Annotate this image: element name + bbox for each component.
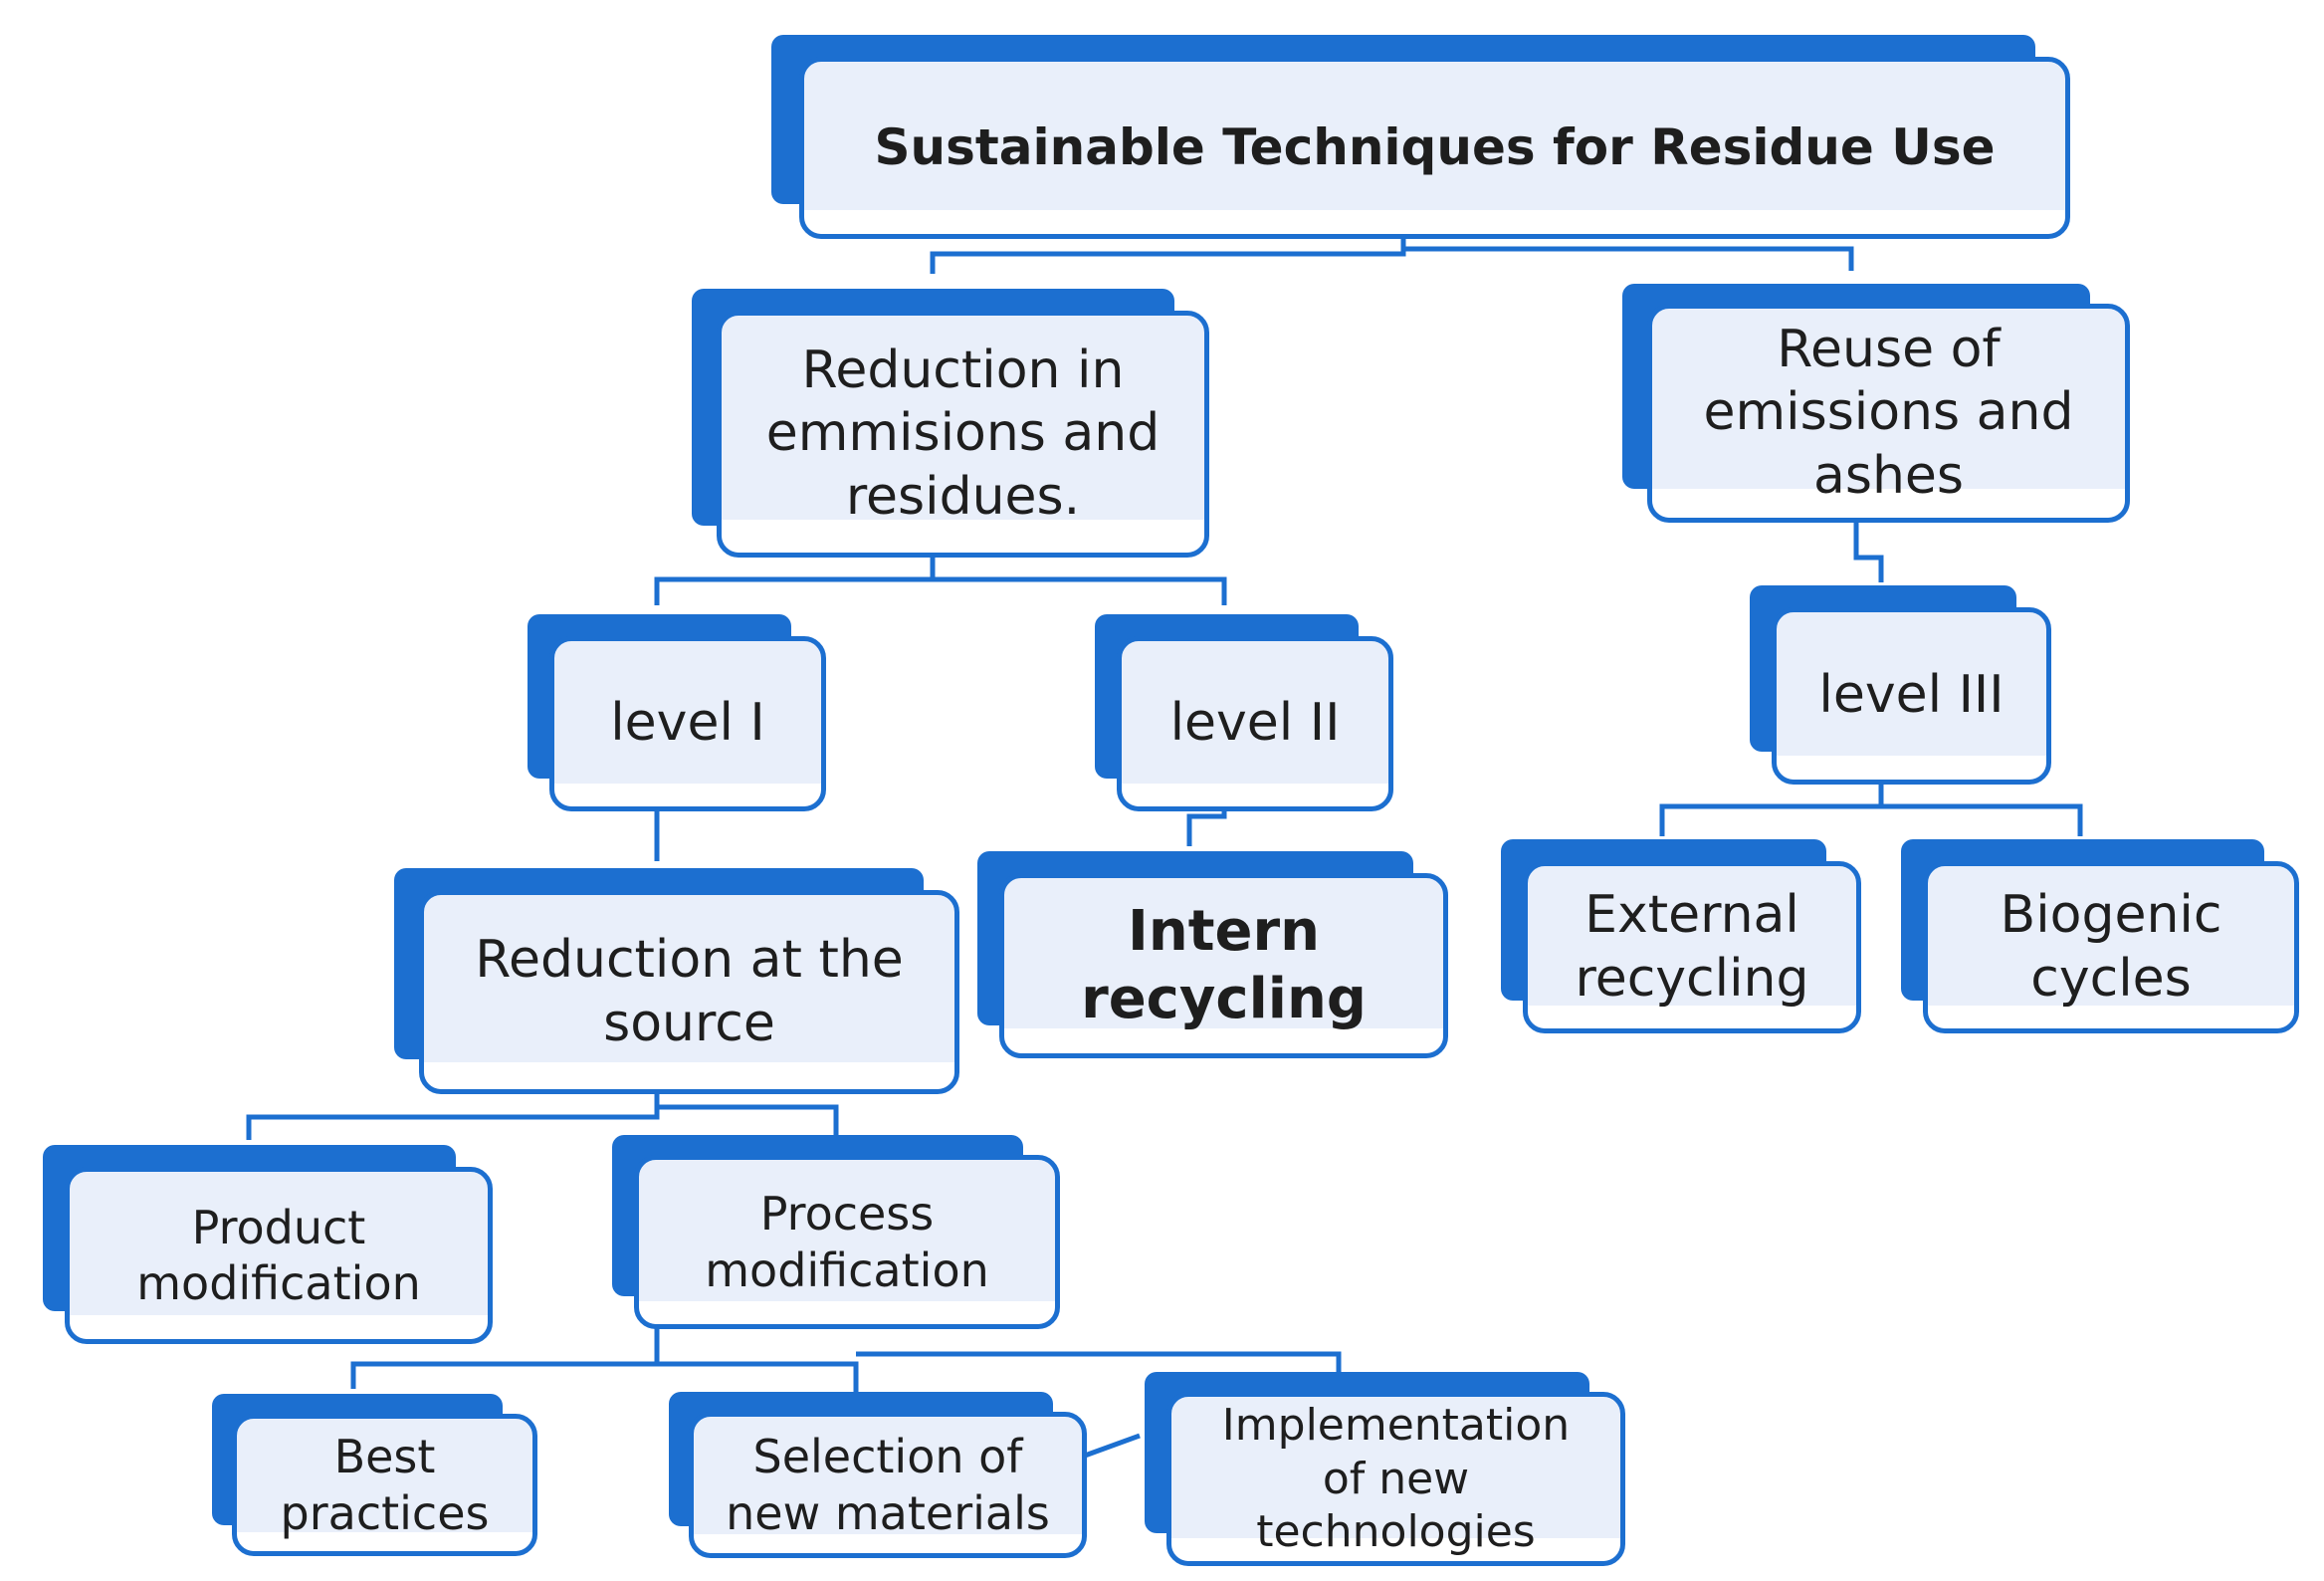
intern-recycling-node: Intern recycling (977, 851, 1448, 1058)
level-1-label: level I (610, 693, 765, 754)
best-practices-node: Best practices (212, 1394, 537, 1556)
connector-reduction-levels (654, 558, 936, 605)
root-node: Sustainable Techniques for Residue Use (771, 35, 2070, 239)
external-recycling-label: External recycling (1575, 885, 1809, 1009)
external-recycling-node: External recycling (1501, 839, 1861, 1033)
intern-recycling-label: Intern recycling (1081, 898, 1367, 1031)
implementation-new-technologies-label: Implementation of new technologies (1221, 1400, 1571, 1558)
selection-new-materials-node: Selection of new materials (669, 1392, 1087, 1558)
implementation-new-technologies-node: Implementation of new technologies (1145, 1372, 1625, 1566)
reduction-at-source-node: Reduction at the source (394, 868, 959, 1094)
biogenic-cycles-node: Biogenic cycles (1901, 839, 2299, 1033)
connector-level2-intern (1186, 808, 1227, 846)
biogenic-cycles-label: Biogenic cycles (2000, 885, 2222, 1009)
connector-source-modifications (246, 1090, 660, 1140)
connector-reuse-level3 (1853, 520, 1884, 582)
branch-reduction-label: Reduction in emmisions and residues. (765, 339, 1161, 527)
level-3-node: level III (1750, 585, 2051, 785)
level-2-node: level II (1095, 614, 1393, 811)
root-title: Sustainable Techniques for Residue Use (874, 118, 1996, 176)
level-1-node: level I (528, 614, 826, 811)
selection-new-materials-label: Selection of new materials (726, 1430, 1050, 1540)
branch-reduction-node: Reduction in emmisions and residues. (692, 289, 1209, 558)
level-3-label: level III (1818, 665, 2005, 726)
product-modification-node: Product modification (43, 1145, 493, 1344)
product-modification-label: Product modification (136, 1200, 421, 1310)
best-practices-label: Best practices (280, 1430, 490, 1540)
branch-reuse-node: Reuse of emissions and ashes (1622, 284, 2130, 523)
process-modification-node: Process modification (612, 1135, 1060, 1329)
connector-selection-implementation (1084, 1433, 1141, 1459)
reduction-at-source-label: Reduction at the source (475, 930, 904, 1053)
process-modification-label: Process modification (705, 1187, 989, 1297)
level-2-label: level II (1169, 693, 1341, 754)
connector-level3-children (1659, 782, 1884, 836)
branch-reuse-label: Reuse of emissions and ashes (1703, 319, 2074, 506)
